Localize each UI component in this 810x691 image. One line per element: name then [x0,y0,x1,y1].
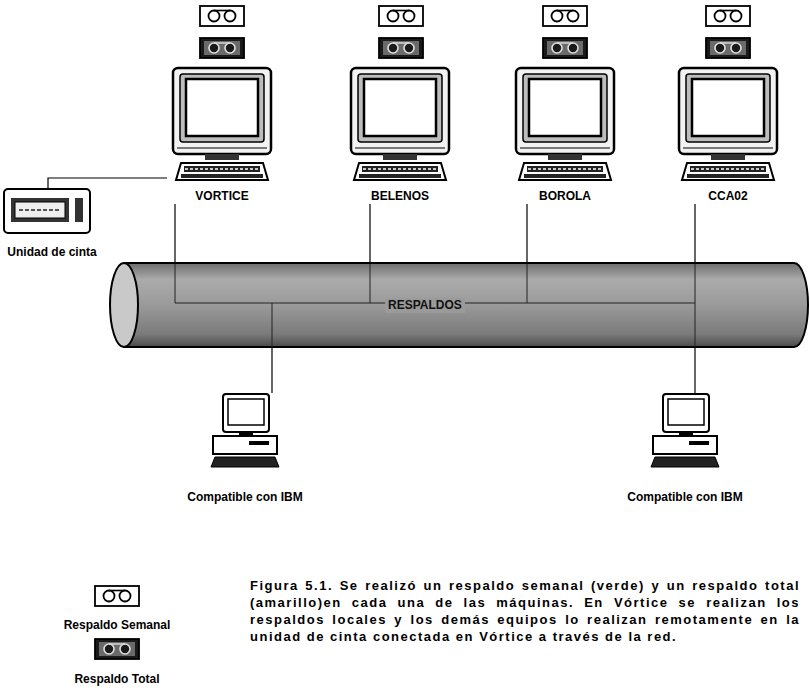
network-link [694,204,695,262]
full-tape [379,38,423,58]
network-link [369,204,370,262]
network-link [271,348,272,393]
network-label: RESPALDOS [385,298,465,313]
workstation-node: BELENOS [345,66,455,204]
full-tape [706,38,750,58]
label-row: BELENOS [345,186,455,204]
workstation-icon [167,66,277,186]
full-tape [543,38,587,58]
machine-name: Unidad de cinta [7,245,96,260]
label-row: Compatible con IBM [183,487,307,505]
figure-caption: Figura 5.1. Se realizó un respaldo seman… [250,577,800,645]
legend-text: Respaldo Semanal [57,618,177,632]
label-row: Compatible con IBM [623,487,747,505]
workstation-node: VORTICE [167,66,277,204]
label-row: CCA02 [673,186,783,204]
machine-name: Compatible con IBM [187,490,302,505]
tape-drive-node: Unidad de cinta [3,188,101,260]
weekly-tape [543,6,587,26]
network-link [526,204,527,262]
machine-name: CCA02 [708,189,747,204]
machine-name: BOROLA [539,189,591,204]
network-band: RESPALDOS [108,262,810,348]
pc-node: Compatible con IBM [183,393,307,505]
workstation-icon [510,66,620,186]
label-row: Unidad de cinta [3,242,101,260]
tape-drive-icon [3,188,91,234]
machine-name: BELENOS [371,189,429,204]
full-tape [200,38,244,58]
machine-name: VORTICE [195,189,248,204]
workstation-node: BOROLA [510,66,620,204]
pc-icon [649,393,721,469]
pc-node: Compatible con IBM [623,393,747,505]
weekly-tape [706,6,750,26]
legend-tape-sample [95,639,139,659]
weekly-tape [200,6,244,26]
network-link [174,204,175,262]
legend-tape-sample [95,586,139,606]
network-link [694,348,695,393]
pc-icon [209,393,281,469]
machine-name: Compatible con IBM [627,490,742,505]
label-row: BOROLA [510,186,620,204]
weekly-tape [379,6,423,26]
network-link [48,178,167,188]
legend-text: Respaldo Total [57,672,177,686]
label-row: VORTICE [167,186,277,204]
workstation-node: CCA02 [673,66,783,204]
workstation-icon [345,66,455,186]
workstation-icon [673,66,783,186]
